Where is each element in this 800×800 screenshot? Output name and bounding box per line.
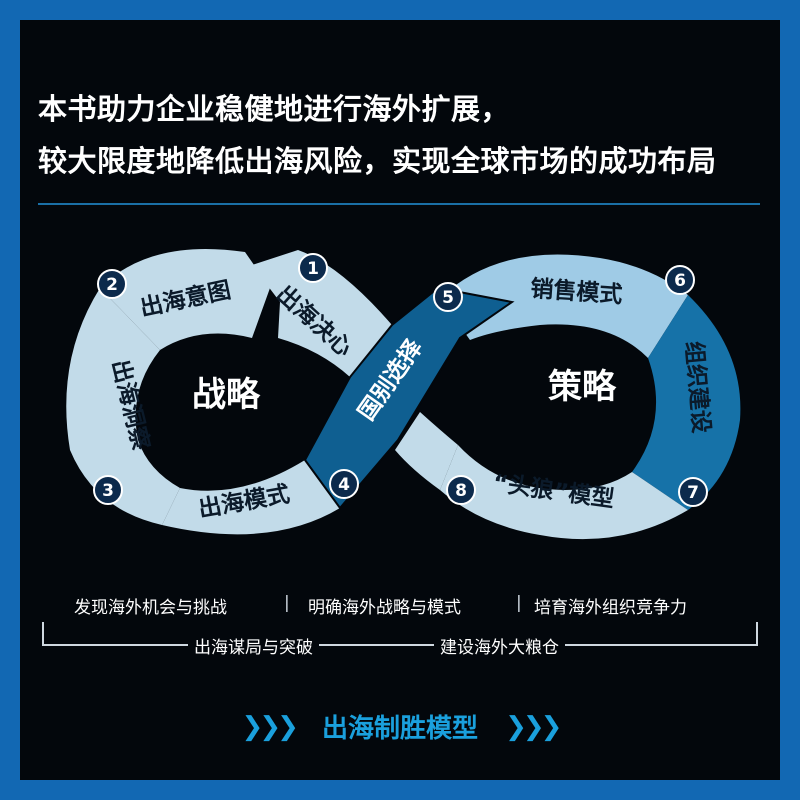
segment-6-label: 销售模式 bbox=[530, 275, 624, 308]
segment-8-shape bbox=[440, 445, 688, 540]
segment-6-shape bbox=[440, 254, 688, 358]
segment-5-shape bbox=[303, 286, 515, 510]
badge-5-number: 5 bbox=[442, 288, 454, 308]
badge-4-number: 4 bbox=[338, 475, 350, 495]
badge-1-number: 1 bbox=[307, 259, 319, 279]
model-title-text: 出海制胜模型 bbox=[321, 714, 478, 744]
strategy-center-label: 战略 bbox=[192, 375, 261, 415]
divider-rule bbox=[38, 203, 760, 205]
badge-6-number: 6 bbox=[674, 271, 686, 291]
bracket-right-tick bbox=[756, 622, 758, 646]
headline-line-1: 本书助力企业稳健地进行海外扩展， bbox=[38, 92, 511, 126]
segment-1-shape bbox=[252, 250, 392, 377]
phase-bracket bbox=[42, 622, 758, 646]
badge-8-number: 8 bbox=[455, 481, 467, 501]
goal-opportunities: 发现海外机会与挑战 bbox=[74, 598, 227, 618]
segment-7-shape bbox=[632, 295, 741, 510]
badge-4: 4 bbox=[329, 469, 359, 499]
phase-breakthrough: 出海谋局与突破 bbox=[188, 633, 319, 658]
poster-frame: 本书助力企业稳健地进行海外扩展， 较大限度地降低出海风险，实现全球市场的成功布局… bbox=[20, 20, 780, 780]
badge-8: 8 bbox=[446, 475, 476, 505]
phase-granary: 建设海外大粮仓 bbox=[434, 633, 565, 658]
goal-organization: 培育海外组织竞争力 bbox=[534, 598, 687, 618]
badge-5: 5 bbox=[433, 282, 463, 312]
bracket-baseline bbox=[42, 644, 758, 646]
segment-3-shape bbox=[66, 288, 180, 525]
badge-3-number: 3 bbox=[102, 481, 114, 501]
badge-6: 6 bbox=[665, 265, 695, 295]
chevron-right-icon: ❯❯❯ bbox=[241, 711, 299, 742]
tactics-center-label: 策略 bbox=[548, 367, 617, 407]
infinity-diagram: 出海意图 出海决心 出海洞察 出海模式 国别选择 销售模式 组织建设 “头狼”模… bbox=[66, 248, 741, 540]
goal-strategy: 明确海外战略与模式 bbox=[308, 598, 461, 618]
badge-2-number: 2 bbox=[106, 275, 118, 295]
chevron-right-icon: ❯❯❯ bbox=[505, 711, 562, 742]
bracket-left-tick bbox=[42, 622, 44, 646]
headline-line-2: 较大限度地降低出海风险，实现全球市场的成功布局 bbox=[38, 144, 717, 178]
crossing-lower-band bbox=[395, 412, 458, 490]
badge-2: 2 bbox=[97, 269, 127, 299]
badge-7: 7 bbox=[678, 477, 708, 507]
badge-3: 3 bbox=[93, 475, 123, 505]
model-title: ❯❯❯ 出海制胜模型 ❯❯❯ bbox=[20, 708, 780, 745]
badge-7-number: 7 bbox=[687, 483, 699, 503]
segment-2-shape bbox=[100, 248, 270, 350]
goal-separator-1: | bbox=[284, 593, 290, 613]
badge-1: 1 bbox=[298, 253, 328, 283]
segment-4-shape bbox=[162, 460, 340, 535]
goal-separator-2: | bbox=[516, 593, 522, 613]
